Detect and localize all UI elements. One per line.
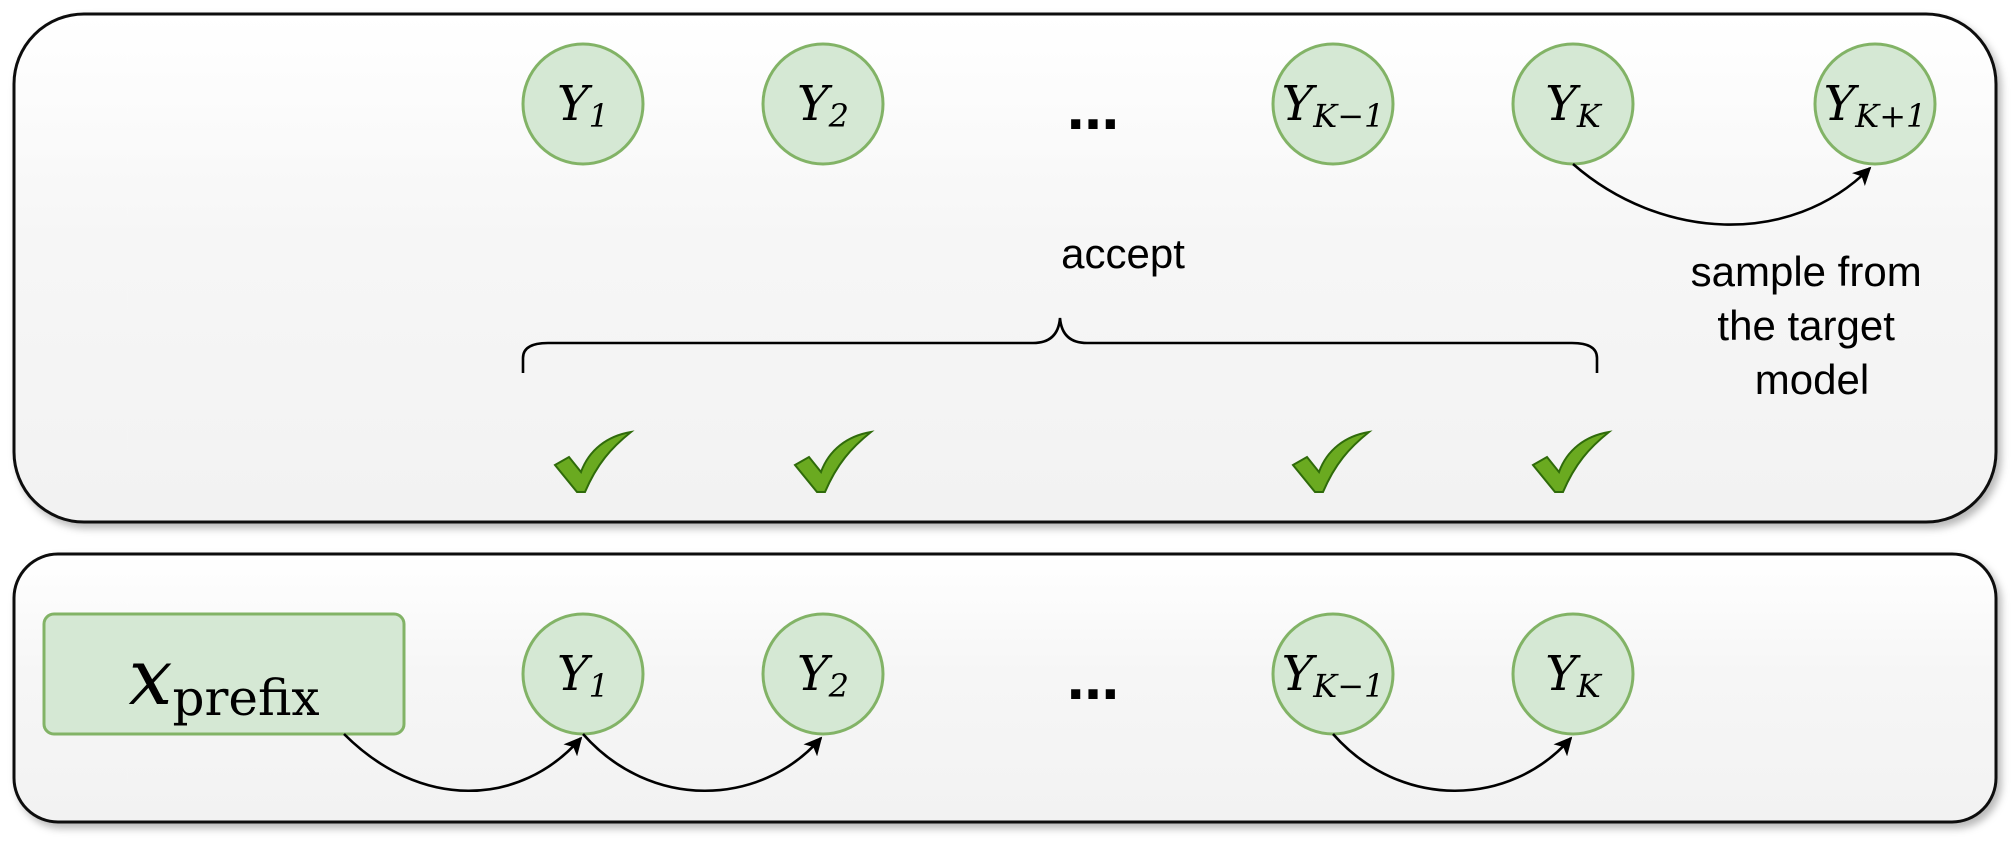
- accept-label: accept: [1061, 230, 1185, 277]
- checkmark-y1: [553, 430, 635, 493]
- svg-text:YK: YK: [1545, 76, 1603, 135]
- drafting-panel-box: [12, 552, 1998, 824]
- top-node-y2: Y2: [761, 42, 885, 166]
- accept-brace: [521, 317, 1599, 373]
- svg-text:Y2: Y2: [797, 646, 849, 705]
- checkmark-yk-minus-1: [1291, 430, 1373, 493]
- top-node-yk: YK: [1511, 42, 1635, 166]
- top-ellipsis: …: [1067, 82, 1119, 142]
- arrow-prefix-to-y1: [343, 733, 583, 793]
- svg-text:YK: YK: [1545, 646, 1603, 705]
- arrow-yk-minus-1-to-yk: [1332, 733, 1573, 793]
- svg-text:Y1: Y1: [557, 76, 609, 135]
- verification-panel-box: [12, 12, 1998, 524]
- svg-text:YK−1: YK−1: [1282, 76, 1385, 135]
- sample-label: sample from the target model: [1691, 248, 1934, 403]
- top-node-yk-minus-1: YK−1: [1271, 42, 1395, 166]
- prefix-node: xprefix: [42, 612, 406, 736]
- svg-text:xprefix: xprefix: [128, 633, 319, 727]
- bottom-node-y1: Y1: [521, 612, 645, 736]
- bottom-node-y2: Y2: [761, 612, 885, 736]
- top-node-yk-plus-1: YK+1: [1813, 42, 1937, 166]
- checkmark-yk: [1531, 430, 1613, 493]
- top-node-y1: Y1: [521, 42, 645, 166]
- svg-text:Y1: Y1: [557, 646, 609, 705]
- svg-text:YK−1: YK−1: [1282, 646, 1385, 705]
- checkmark-y2: [793, 430, 875, 493]
- bottom-ellipsis: …: [1067, 652, 1119, 712]
- bottom-node-yk: YK: [1511, 612, 1635, 736]
- bottom-node-yk-minus-1: YK−1: [1271, 612, 1395, 736]
- svg-text:YK+1: YK+1: [1824, 76, 1927, 135]
- verification-panel: Y1 Y2 … YK−1 YK YK+1: [12, 12, 1998, 524]
- arrow-y1-to-y2: [582, 733, 823, 793]
- svg-text:Y2: Y2: [797, 76, 849, 135]
- drafting-panel: xprefix Y1 Y2 … YK−1 YK: [12, 552, 1998, 824]
- sample-arrow: [1572, 163, 1872, 226]
